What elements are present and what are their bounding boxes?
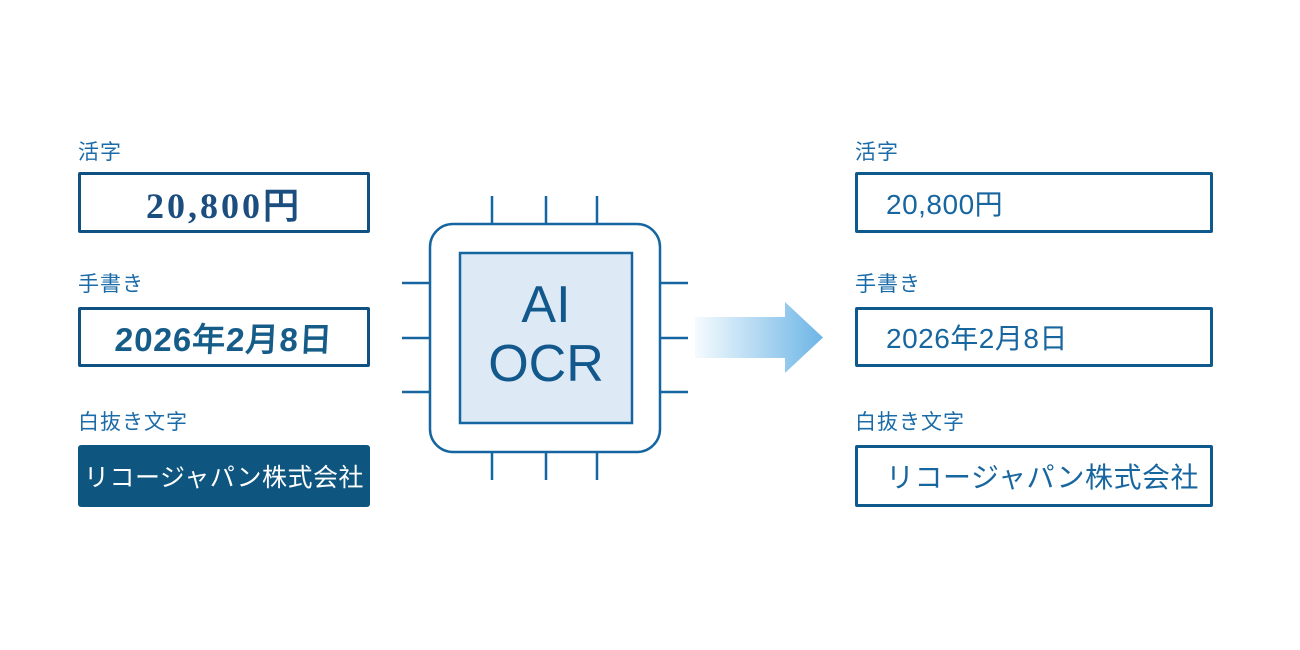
chip-text-line2: OCR bbox=[488, 335, 604, 393]
knockout-result-value: リコージャパン株式会社 bbox=[886, 462, 1199, 493]
printed-result-label: 活字 bbox=[855, 141, 899, 164]
chip-pins bbox=[402, 196, 688, 480]
handwritten-source-box: 2026年2月8日 bbox=[78, 307, 370, 367]
arrow-shape bbox=[695, 302, 823, 373]
knockout-source-label: 白抜き文字 bbox=[78, 411, 188, 434]
printed-source-box: 20,800円 bbox=[78, 172, 370, 233]
knockout-source-value: リコージャパン株式会社 bbox=[83, 464, 364, 492]
handwritten-source-label: 手書き bbox=[78, 273, 144, 296]
chip-core bbox=[458, 251, 634, 425]
printed-source-label: 活字 bbox=[78, 141, 122, 164]
chip-text-line1: AI bbox=[521, 276, 570, 334]
arrow-right-icon bbox=[695, 302, 823, 373]
printed-result-box: 20,800円 bbox=[855, 172, 1213, 233]
handwritten-result-value: 2026年2月8日 bbox=[886, 323, 1068, 354]
knockout-result-box: リコージャパン株式会社 bbox=[855, 445, 1213, 507]
handwritten-source-value: 2026年2月8日 bbox=[113, 321, 334, 358]
handwritten-result-label: 手書き bbox=[855, 273, 921, 296]
handwritten-result-box: 2026年2月8日 bbox=[855, 307, 1213, 367]
knockout-source-box: リコージャパン株式会社 bbox=[78, 445, 370, 507]
chip-icon: AI OCR bbox=[402, 196, 688, 480]
knockout-result-label: 白抜き文字 bbox=[855, 411, 965, 434]
printed-source-value: 20,800円 bbox=[145, 185, 302, 226]
printed-result-value: 20,800円 bbox=[886, 188, 1004, 220]
